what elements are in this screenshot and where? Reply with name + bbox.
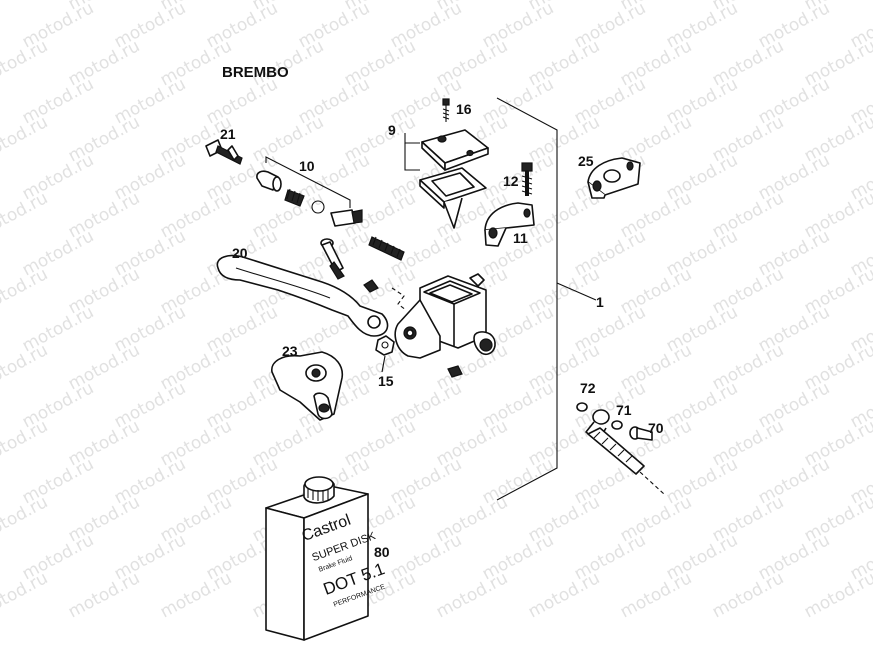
part-12-bolt — [521, 162, 533, 196]
leader-line-1 — [556, 282, 597, 301]
watermark-text: motod.ru — [709, 568, 787, 622]
callout-23: 23 — [282, 343, 298, 359]
watermark-text: motod.ru — [0, 36, 51, 90]
part-20-lever — [216, 254, 389, 337]
watermark-text: motod.ru — [0, 492, 51, 546]
part-16-screw — [442, 98, 450, 122]
part-23-bracket — [271, 351, 344, 421]
watermark-text: motod.ru — [617, 568, 695, 622]
callout-21: 21 — [220, 126, 236, 142]
part-11-clamp — [484, 202, 535, 247]
watermark-text: motod.ru — [0, 568, 51, 622]
callout-70: 70 — [648, 420, 664, 436]
watermark-text: motod.ru — [0, 416, 51, 470]
watermark-text: motod.ru — [157, 568, 235, 622]
callout-9: 9 — [388, 122, 396, 138]
part-10-piston-kit — [256, 156, 405, 261]
part-25-clamp — [587, 157, 641, 199]
callout-16: 16 — [456, 101, 472, 117]
callout-1: 1 — [596, 294, 604, 310]
watermark-text: motod.ru — [0, 188, 51, 242]
callout-20: 20 — [232, 245, 248, 261]
watermark-text: motod.ru — [433, 568, 511, 622]
callout-72: 72 — [580, 380, 596, 396]
part-21-adjuster — [205, 139, 243, 165]
watermark-text: motod.ru — [0, 264, 51, 318]
watermark-text: motod.ru — [0, 112, 51, 166]
assembly-bracket — [496, 97, 558, 501]
part-9-reservoir-cap — [404, 129, 489, 229]
banjo-fitting — [576, 402, 665, 495]
callout-10: 10 — [299, 158, 315, 174]
pushrod — [320, 238, 345, 280]
watermark-text: motod.ru — [0, 340, 51, 394]
part-80-fluid-can: Castrol SUPER DISK Brake Fluid DOT 5.1 P… — [265, 476, 387, 641]
watermark-text: motod.ru — [65, 568, 143, 622]
brand-label: BREMBO — [222, 64, 289, 81]
callout-12: 12 — [503, 173, 519, 189]
callout-25: 25 — [578, 153, 594, 169]
callout-15: 15 — [378, 373, 394, 389]
watermark-text: motod.ru — [525, 568, 603, 622]
callout-11: 11 — [513, 230, 528, 246]
watermark-text: motod.ru — [0, 0, 51, 14]
callout-71: 71 — [616, 402, 632, 418]
callout-80: 80 — [374, 544, 390, 560]
part-15-nut — [375, 335, 395, 373]
watermark-text: motod.ru — [801, 568, 873, 622]
master-cylinder-body — [391, 273, 496, 378]
